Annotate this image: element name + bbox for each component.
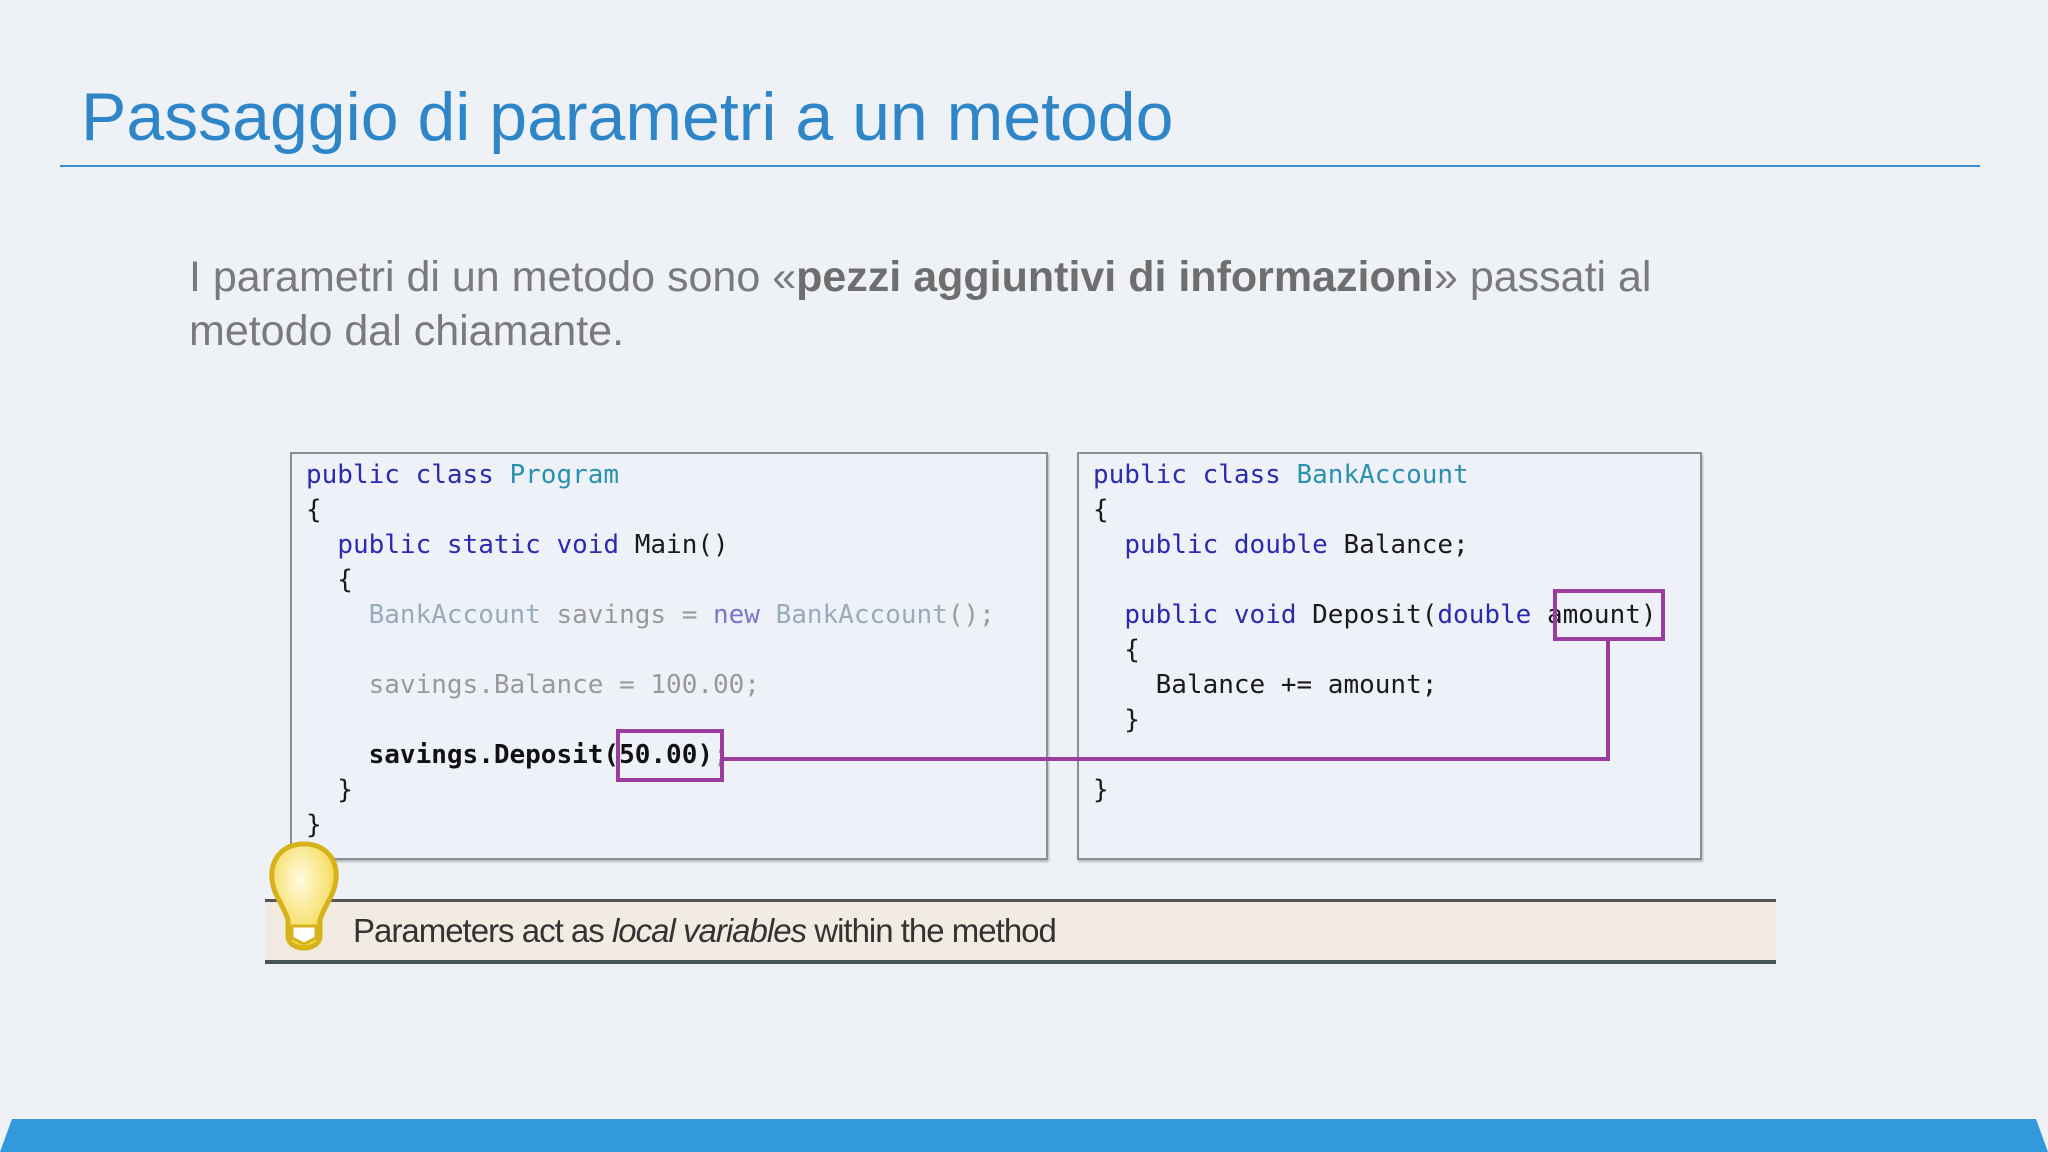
title-divider — [60, 165, 1980, 167]
argument-highlight — [616, 729, 724, 782]
body-paragraph: I parametri di un metodo sono «pezzi agg… — [189, 250, 1789, 358]
body-bold: pezzi aggiuntivi di informazioni — [796, 253, 1434, 301]
connector-line-horizontal — [724, 757, 1610, 761]
parameter-highlight — [1553, 589, 1665, 641]
body-prefix: I parametri di un metodo sono « — [189, 253, 797, 301]
connector-line-vertical — [1606, 641, 1610, 761]
bankaccount-code-box: public class BankAccount { public double… — [1077, 452, 1702, 860]
body-suffix: » passati al metodo dal chiamante. — [189, 253, 1652, 355]
program-code: public class Program { public static voi… — [306, 460, 995, 840]
program-code-box: public class Program { public static voi… — [290, 452, 1048, 860]
lightbulb-icon — [269, 841, 339, 951]
slide-title: Passaggio di parametri a un metodo — [81, 79, 1174, 155]
footer-bar — [0, 1119, 2048, 1152]
tip-text: Parameters act as local variables within… — [353, 912, 1057, 949]
tip-bar: Parameters act as local variables within… — [265, 899, 1776, 964]
bankaccount-code: public class BankAccount { public double… — [1093, 460, 1657, 805]
